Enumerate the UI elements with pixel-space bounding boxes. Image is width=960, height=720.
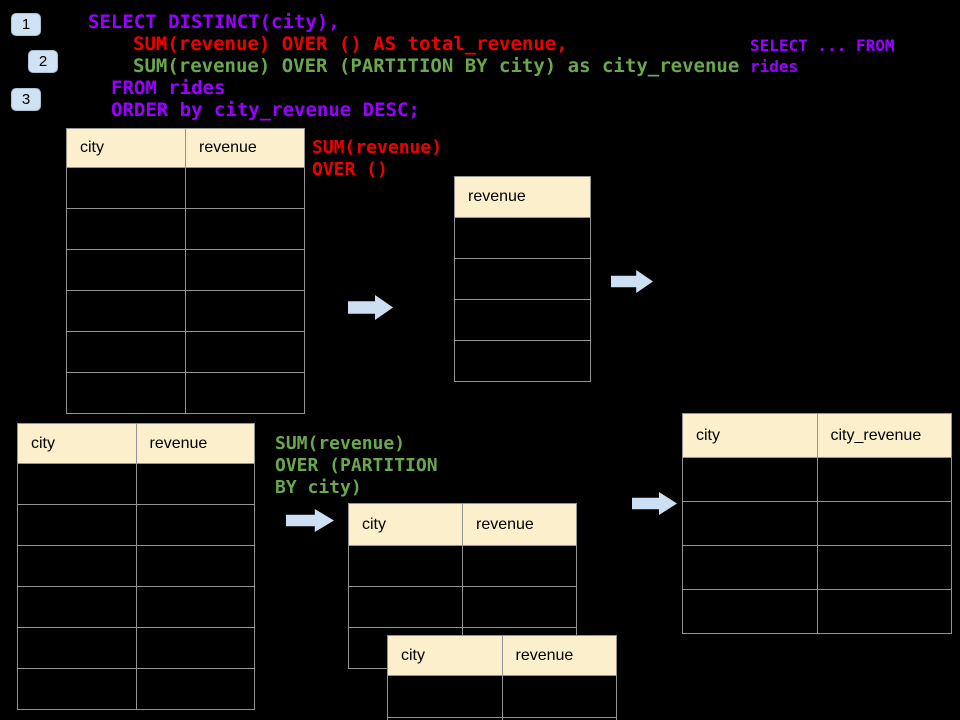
empty-cell (17, 668, 137, 710)
empty-cell (462, 586, 577, 628)
empty-cell (682, 545, 818, 590)
table-row (387, 675, 617, 718)
column-header-revenue: revenue (501, 635, 617, 676)
empty-cell (682, 457, 818, 502)
table-row (66, 331, 305, 373)
empty-cell (185, 372, 305, 414)
empty-cell (135, 504, 255, 546)
table-row (17, 668, 255, 710)
empty-cell (454, 217, 591, 259)
empty-cell (816, 457, 952, 502)
table-row (348, 545, 577, 587)
empty-cell (816, 545, 952, 590)
empty-cell (66, 208, 186, 250)
column-header-city: city (348, 503, 463, 546)
empty-cell (66, 167, 186, 209)
table-row (17, 586, 255, 628)
empty-cell (135, 627, 255, 669)
table-row (348, 586, 577, 628)
table-row (66, 290, 305, 332)
empty-cell (17, 463, 137, 505)
empty-cell (387, 675, 503, 718)
empty-cell (66, 331, 186, 373)
column-header-city: city (66, 128, 186, 168)
empty-cell (135, 545, 255, 587)
table-row (682, 589, 952, 634)
empty-cell (185, 331, 305, 373)
empty-cell (17, 504, 137, 546)
empty-cell (816, 501, 952, 546)
empty-cell (66, 249, 186, 291)
empty-cell (501, 675, 617, 718)
empty-cell (185, 208, 305, 250)
column-header-revenue: revenue (454, 176, 591, 218)
column-header-city: city (17, 423, 137, 464)
sql-line-sum-partition: SUM(revenue) OVER (PARTITION BY city) as… (133, 55, 740, 77)
empty-cell (135, 463, 255, 505)
empty-cell (185, 249, 305, 291)
empty-cell (682, 589, 818, 634)
empty-cell (462, 545, 577, 587)
table-revenue-only: revenue (454, 176, 591, 382)
empty-cell (135, 586, 255, 628)
empty-cell (17, 545, 137, 587)
sql-line-sum-over: SUM(revenue) OVER () AS total_revenue, (133, 33, 568, 55)
empty-cell (66, 372, 186, 414)
annotation-sum-over-total: SUM(revenue) OVER () (312, 137, 443, 180)
column-header-revenue: revenue (135, 423, 255, 464)
empty-cell (135, 668, 255, 710)
side-note-select-from-rides: SELECT ... FROM rides (750, 36, 895, 76)
column-header-revenue: revenue (462, 503, 577, 546)
empty-cell (17, 627, 137, 669)
sql-line-from: FROM rides (111, 77, 226, 99)
column-header-city: city (387, 635, 503, 676)
column-header-revenue: revenue (185, 128, 305, 168)
empty-cell (454, 258, 591, 300)
sql-line-order-by: ORDER by city_revenue DESC; (111, 99, 420, 121)
arrow-right-icon (632, 492, 677, 515)
table-row (454, 299, 591, 341)
step-badge-3: 3 (11, 88, 41, 111)
empty-cell (501, 717, 617, 720)
table-row (66, 249, 305, 291)
column-header-city_revenue: city_revenue (816, 413, 952, 458)
step-badge-2: 2 (28, 50, 58, 73)
empty-cell (454, 299, 591, 341)
table-row (682, 501, 952, 546)
table-row (66, 208, 305, 250)
column-header-city: city (682, 413, 818, 458)
table-row (17, 627, 255, 669)
sql-line-select: SELECT DISTINCT(city), (88, 11, 340, 33)
empty-cell (185, 167, 305, 209)
table-row (66, 372, 305, 414)
arrow-right-icon (286, 509, 334, 532)
table-row (454, 340, 591, 382)
empty-cell (816, 589, 952, 634)
table-row (454, 258, 591, 300)
table-row (387, 717, 617, 720)
arrow-right-icon (611, 270, 653, 293)
empty-cell (682, 501, 818, 546)
annotation-sum-over-partition: SUM(revenue) OVER (PARTITION BY city) (275, 433, 438, 498)
empty-cell (185, 290, 305, 332)
step-badge-1: 1 (11, 13, 41, 36)
table-row (682, 545, 952, 590)
table-row (454, 217, 591, 259)
table-row (17, 463, 255, 505)
arrow-right-icon (348, 295, 393, 320)
table-row (17, 545, 255, 587)
empty-cell (66, 290, 186, 332)
empty-cell (17, 586, 137, 628)
empty-cell (348, 586, 463, 628)
table-row (17, 504, 255, 546)
table-row (682, 457, 952, 502)
empty-cell (348, 545, 463, 587)
empty-cell (454, 340, 591, 382)
table-row (66, 167, 305, 209)
